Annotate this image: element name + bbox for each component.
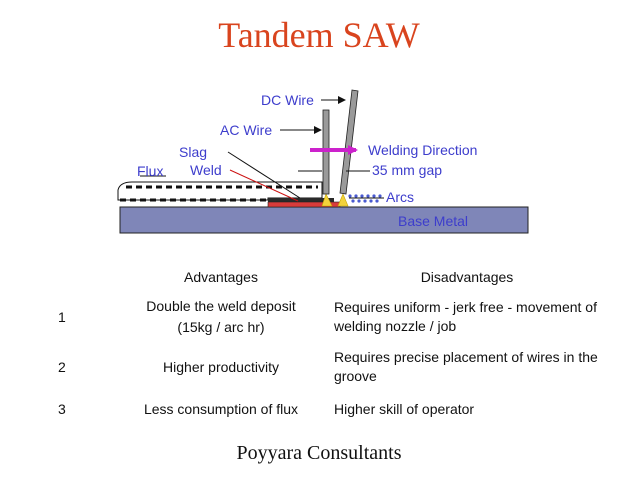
advantage-cell: Double the weld deposit (15kg / arc hr) bbox=[112, 292, 330, 342]
row-number: 2 bbox=[58, 359, 66, 375]
arc-dc bbox=[337, 193, 349, 207]
table-header-row: Advantages Disadvantages bbox=[52, 262, 600, 292]
dc-wire bbox=[339, 89, 359, 195]
advantage-subtext: (15kg / arc hr) bbox=[177, 319, 265, 335]
table-row: 3 Less consumption of flux Higher skill … bbox=[52, 392, 600, 426]
arc-ac bbox=[321, 193, 333, 207]
label-gap: 35 mm gap bbox=[372, 162, 442, 178]
header-disadvantages: Disadvantages bbox=[420, 268, 514, 285]
advantage-text: Double the weld deposit bbox=[146, 298, 296, 314]
label-slag: Slag bbox=[179, 144, 207, 160]
flux-granules bbox=[348, 194, 382, 203]
comparison-table: Advantages Disadvantages 1 Double the we… bbox=[52, 262, 600, 426]
label-weld: Weld bbox=[190, 162, 222, 178]
slag-layer bbox=[268, 198, 334, 202]
advantage-cell: Higher productivity bbox=[112, 342, 330, 392]
label-arcs: Arcs bbox=[386, 189, 414, 205]
label-welding-direction: Welding Direction bbox=[368, 142, 477, 158]
page-title: Tandem SAW bbox=[218, 15, 420, 55]
slag-leader bbox=[227, 151, 301, 199]
flux-blanket bbox=[117, 181, 323, 201]
disadvantage-text: Requires precise placement of wires in t… bbox=[334, 349, 598, 384]
advantage-cell: Less consumption of flux bbox=[112, 392, 330, 426]
label-flux: Flux bbox=[137, 163, 163, 179]
disadvantage-text: Requires uniform - jerk free - movement … bbox=[334, 299, 597, 334]
advantage-text: Less consumption of flux bbox=[143, 400, 299, 417]
tandem-saw-diagram: DC Wire AC Wire Slag Weld Flux Welding D… bbox=[117, 89, 529, 234]
label-ac-wire: AC Wire bbox=[220, 122, 272, 138]
label-dc-wire: DC Wire bbox=[261, 92, 314, 108]
header-advantages: Advantages bbox=[184, 269, 258, 285]
table-row: 1 Double the weld deposit (15kg / arc hr… bbox=[52, 292, 600, 342]
weld-leader bbox=[229, 169, 299, 202]
table-row: 2 Higher productivity Requires precise p… bbox=[52, 342, 600, 392]
base-metal-plate bbox=[119, 206, 529, 234]
row-number: 1 bbox=[58, 309, 66, 325]
disadvantage-text: Higher skill of operator bbox=[334, 400, 475, 417]
footer-credit: Poyyara Consultants bbox=[236, 442, 402, 464]
advantage-text: Higher productivity bbox=[163, 358, 279, 375]
row-number: 3 bbox=[58, 401, 66, 417]
label-base-metal: Base Metal bbox=[398, 213, 468, 229]
